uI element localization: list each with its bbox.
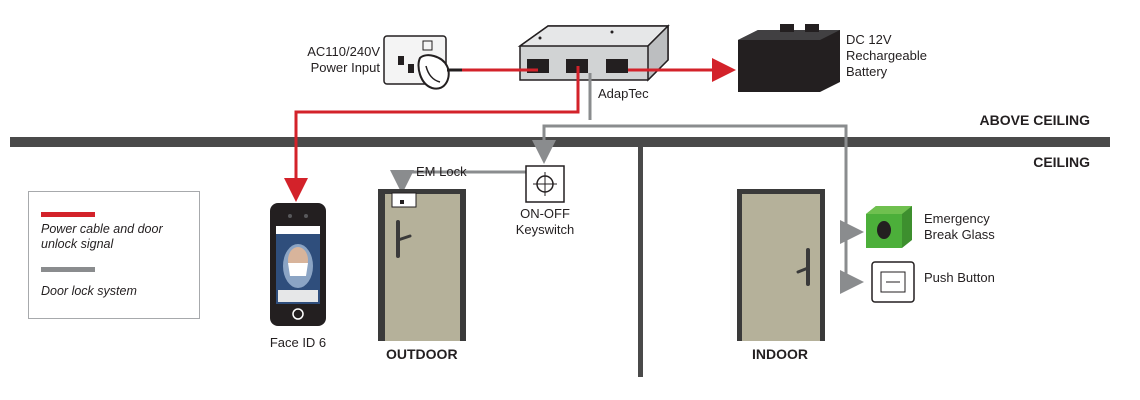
face-id-label: Face ID 6 — [269, 335, 327, 350]
power-outlet-icon — [383, 35, 462, 90]
legend-swatch-power — [41, 212, 95, 217]
break-glass-label: Emergency Break Glass — [924, 211, 995, 242]
zone-ceiling: CEILING — [1033, 154, 1090, 170]
zone-above-ceiling: ABOVE CEILING — [979, 112, 1090, 128]
ceiling-bar — [10, 137, 1110, 147]
zone-outdoor: OUTDOOR — [386, 346, 458, 362]
power-input-label: AC110/240V Power Input — [307, 44, 380, 75]
zone-indoor: INDOOR — [752, 346, 808, 362]
battery-label: DC 12V Rechargeable Battery — [846, 32, 927, 79]
indoor-door-icon — [737, 189, 825, 341]
face-id-device-icon — [270, 203, 326, 326]
legend-label-lock: Door lock system — [41, 284, 137, 298]
battery-icon — [738, 24, 840, 92]
adaptec-box-icon — [517, 24, 670, 82]
em-lock-label: EM Lock — [416, 164, 467, 179]
break-glass-icon — [866, 206, 912, 248]
push-button-label: Push Button — [924, 270, 995, 285]
adaptec-label: AdapTec — [598, 86, 649, 101]
keyswitch-icon — [525, 165, 565, 203]
power-line-face-id — [284, 66, 580, 202]
legend-swatch-lock — [41, 267, 95, 272]
legend-label-power: Power cable and door unlock signal — [41, 222, 163, 251]
push-button-icon — [871, 261, 915, 303]
lock-line-em — [390, 170, 526, 194]
outdoor-door-icon — [378, 189, 466, 341]
legend: Power cable and door unlock signal Door … — [28, 191, 200, 319]
keyswitch-label: ON-OFF Keyswitch — [515, 206, 575, 237]
indoor-wall — [638, 147, 643, 377]
